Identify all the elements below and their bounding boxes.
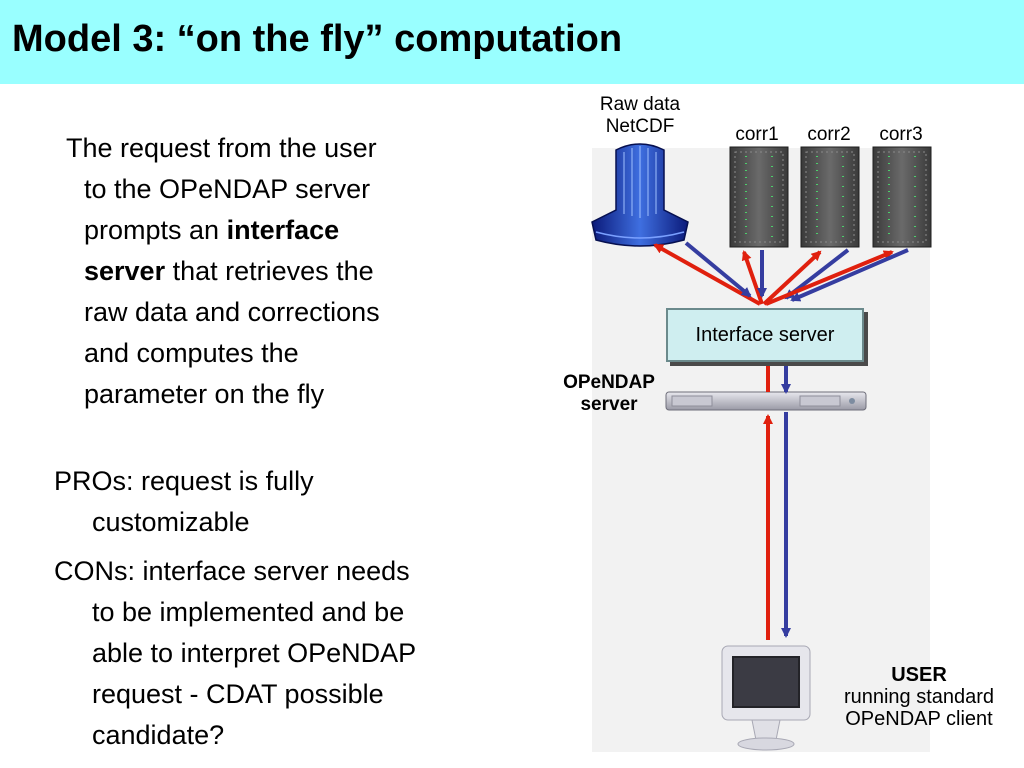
description-line: parameter on the fly	[84, 379, 325, 409]
description-line: The request from the user	[66, 133, 377, 163]
request-response-arrows	[653, 241, 909, 306]
description-line: to the OPeNDAP server	[84, 174, 371, 204]
server-keyword: server	[84, 256, 166, 286]
cons-line: request - CDAT possible	[92, 679, 384, 709]
server-rack-icon	[872, 146, 932, 248]
description-paragraph: The request from the user to the OPeNDAP…	[56, 128, 486, 415]
rack-server-icon	[665, 391, 867, 411]
interface-server-label: Interface server	[695, 323, 835, 346]
server-rack-icon	[800, 146, 860, 248]
opendap-label-line: server	[580, 394, 638, 415]
title-bar: Model 3: “on the fly” computation	[0, 0, 1024, 84]
interface-server-box: Interface server	[666, 308, 864, 362]
user-label-line: running standard	[843, 686, 995, 708]
pros-line: customizable	[92, 507, 250, 537]
opendap-label-line: OPeNDAP	[563, 372, 655, 393]
description-text: that retrieves the	[165, 256, 374, 286]
cons-line: able to interpret OPeNDAP	[92, 638, 417, 668]
opendap-server-label: OPeNDAP server	[544, 372, 674, 416]
user-label-line: OPeNDAP client	[845, 708, 993, 730]
imac-monitor-icon	[721, 645, 811, 751]
description-line: prompts an interface	[56, 210, 486, 251]
cons-item: CONs: interface server needs to be imple…	[54, 551, 524, 756]
description-line: and computes the	[84, 338, 299, 368]
corr1-label: corr1	[735, 124, 779, 145]
user-title: USER	[891, 664, 947, 686]
cons-line: to be implemented and be	[92, 597, 405, 627]
interface-keyword: interface	[226, 215, 340, 245]
corr3-label: corr3	[879, 124, 923, 145]
server-rack-icon	[729, 146, 789, 248]
description-text: prompts an	[84, 215, 227, 245]
supercomputer-icon	[591, 143, 689, 247]
corr2-label: corr2	[807, 124, 851, 145]
description-line: raw data and corrections	[84, 297, 380, 327]
user-label: USER running standard OPeNDAP client	[814, 664, 1024, 730]
cons-line: CONs: interface server needs	[54, 556, 410, 586]
pros-cons-list: PROs: request is fully customizable CONs…	[54, 461, 524, 764]
cons-line: candidate?	[92, 720, 225, 750]
pros-line: PROs: request is fully	[54, 466, 314, 496]
description-line: server that retrieves the	[56, 251, 486, 292]
raw-data-label-line: NetCDF	[605, 116, 675, 137]
pros-item: PROs: request is fully customizable	[54, 461, 524, 543]
raw-data-label: Raw data NetCDF	[578, 94, 702, 138]
raw-data-label-line: Raw data	[599, 94, 681, 115]
slide-title: Model 3: “on the fly” computation	[12, 18, 623, 60]
